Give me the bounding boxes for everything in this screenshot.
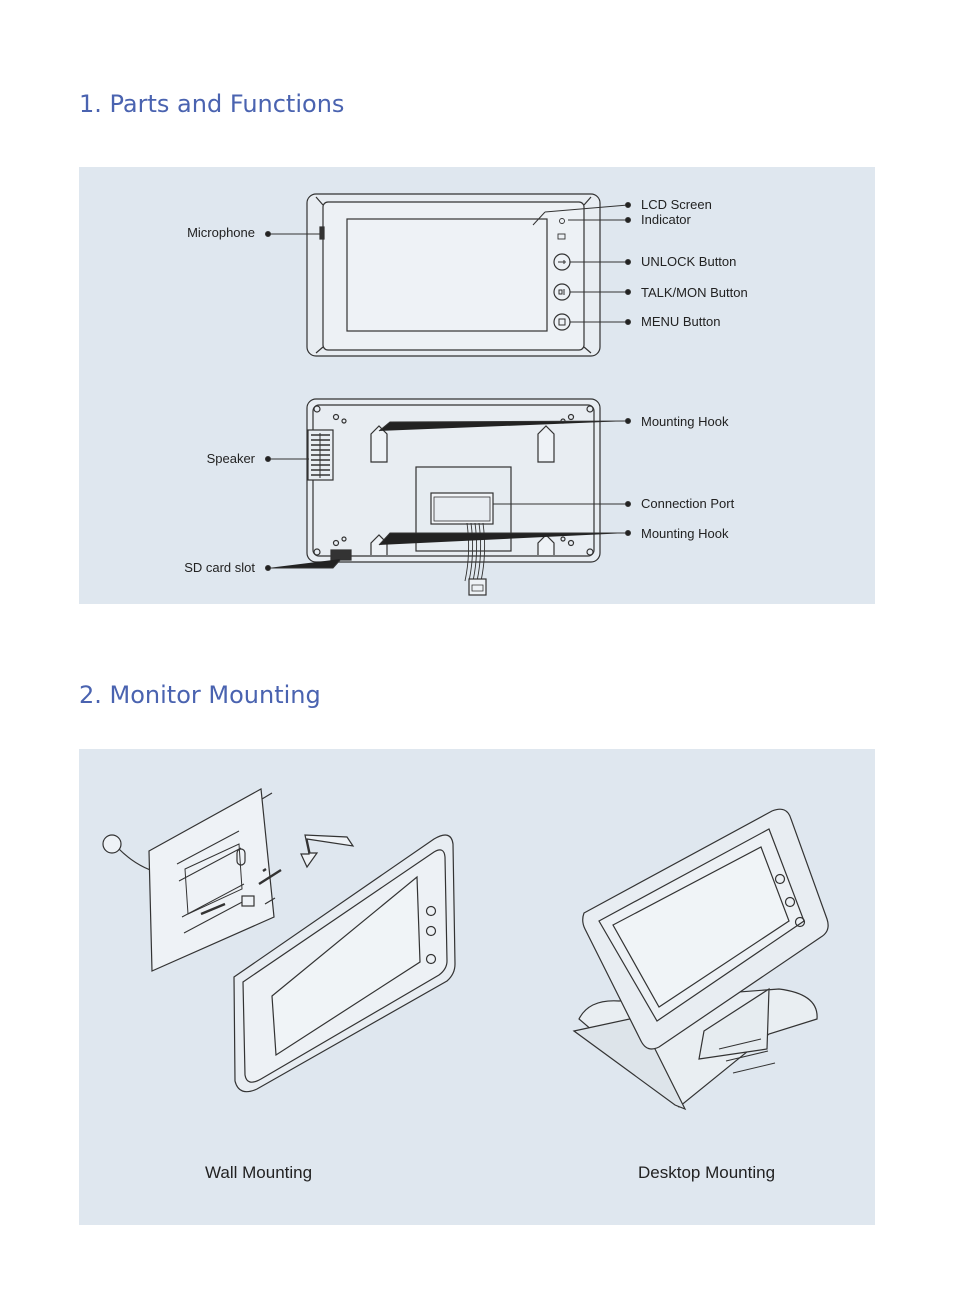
unlock-button-label: UNLOCK Button <box>641 254 736 269</box>
back-leader-lines <box>265 418 631 571</box>
section-title-parts: 1. Parts and Functions <box>79 90 345 118</box>
menu-button-icon <box>553 313 571 331</box>
mounting-hook-top-label: Mounting Hook <box>641 414 729 429</box>
speaker-label: Speaker <box>207 451 256 466</box>
desktop-mounting-caption: Desktop Mounting <box>638 1163 776 1182</box>
mounting-diagram <box>102 788 829 1111</box>
wall-mounting-illustration <box>102 788 456 1093</box>
wall-mounting-caption: Wall Mounting <box>205 1163 313 1182</box>
section-title-mounting: 2. Monitor Mounting <box>79 681 321 709</box>
mounting-hook-bottom-label: Mounting Hook <box>641 526 729 541</box>
microphone-label: Microphone <box>187 225 255 240</box>
desktop-mounting-illustration <box>572 808 829 1111</box>
sd-card-slot-label: SD card slot <box>184 560 255 575</box>
parts-diagram-panel: LCD Screen Indicator Microphone UNLOCK B… <box>79 167 875 604</box>
parts-diagram: LCD Screen Indicator Microphone UNLOCK B… <box>184 193 748 596</box>
indicator-label: Indicator <box>641 212 692 227</box>
talk-mon-button-label: TALK/MON Button <box>641 285 748 300</box>
monitor-front-view <box>306 193 601 357</box>
menu-button-label: MENU Button <box>641 314 720 329</box>
mail-indicator-icon <box>557 233 566 240</box>
front-leader-lines <box>265 202 631 325</box>
mounting-diagram-panel: Wall Mounting Desktop Mounting <box>79 749 875 1225</box>
connection-port-label: Connection Port <box>641 496 735 511</box>
lcd-screen-label: LCD Screen <box>641 197 712 212</box>
power-indicator-icon <box>559 218 565 224</box>
monitor-back-view <box>306 398 601 596</box>
